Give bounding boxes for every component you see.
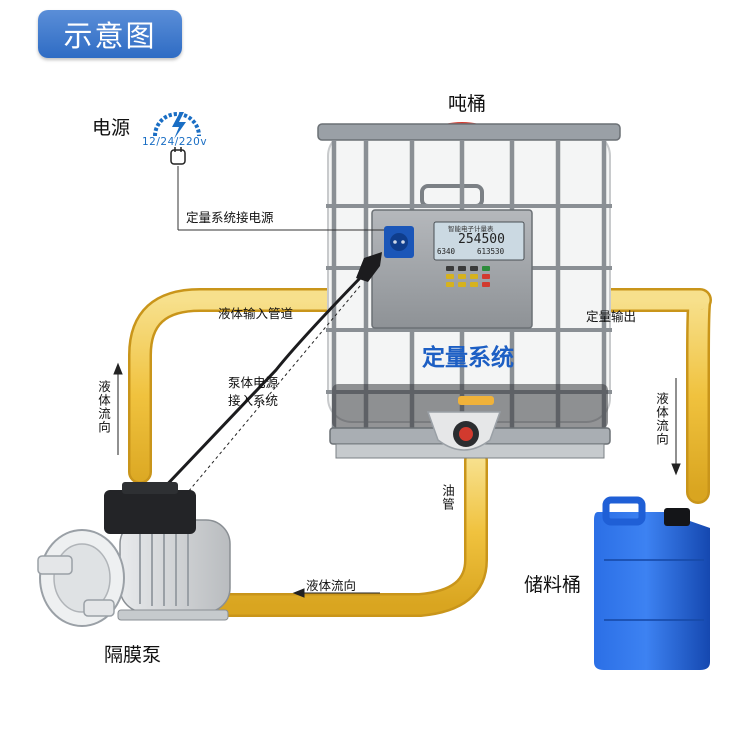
label-flow-right: 液体流向 bbox=[654, 392, 669, 446]
diagram-title-badge: 示意图 bbox=[38, 10, 182, 58]
power-gauge-icon bbox=[153, 112, 201, 139]
plug-icon bbox=[170, 147, 186, 165]
label-pump-power-line1: 泵体电源 bbox=[228, 375, 279, 390]
label-pump: 隔膜泵 bbox=[104, 644, 162, 666]
label-flow-bottom: 液体流向 bbox=[306, 578, 357, 593]
pipe-network bbox=[128, 288, 712, 617]
label-metered-output: 定量输出 bbox=[586, 309, 637, 324]
flow-arrows bbox=[113, 362, 681, 598]
cables bbox=[158, 274, 364, 494]
label-flow-left: 液体流向 bbox=[96, 380, 111, 434]
metering-control-box bbox=[356, 209, 533, 329]
display-caption: 智能电子计量表 bbox=[448, 225, 494, 233]
label-tote: 吨桶 bbox=[448, 93, 487, 115]
label-metering-power: 定量系统接电源 bbox=[186, 210, 274, 225]
display-sub-left: 6340 bbox=[437, 247, 456, 256]
label-oil-pipe: 油管 bbox=[440, 484, 455, 511]
display-main-reading: 254500 bbox=[458, 232, 505, 247]
label-power: 电源 bbox=[92, 117, 131, 139]
diaphragm-pump bbox=[37, 482, 231, 627]
diagram-title: 示意图 bbox=[63, 19, 157, 53]
label-inlet-pipe: 液体输入管道 bbox=[218, 306, 294, 321]
label-pump-power-line2: 接入系统 bbox=[228, 393, 279, 408]
display-sub-right: 613530 bbox=[477, 247, 505, 256]
label-storage: 储料桶 bbox=[524, 574, 582, 596]
label-system-title: 定量系统 bbox=[422, 345, 514, 371]
storage-jerrycan bbox=[594, 496, 710, 670]
power-leader-line bbox=[177, 166, 384, 231]
label-voltage: 12/24/220v bbox=[142, 136, 208, 148]
